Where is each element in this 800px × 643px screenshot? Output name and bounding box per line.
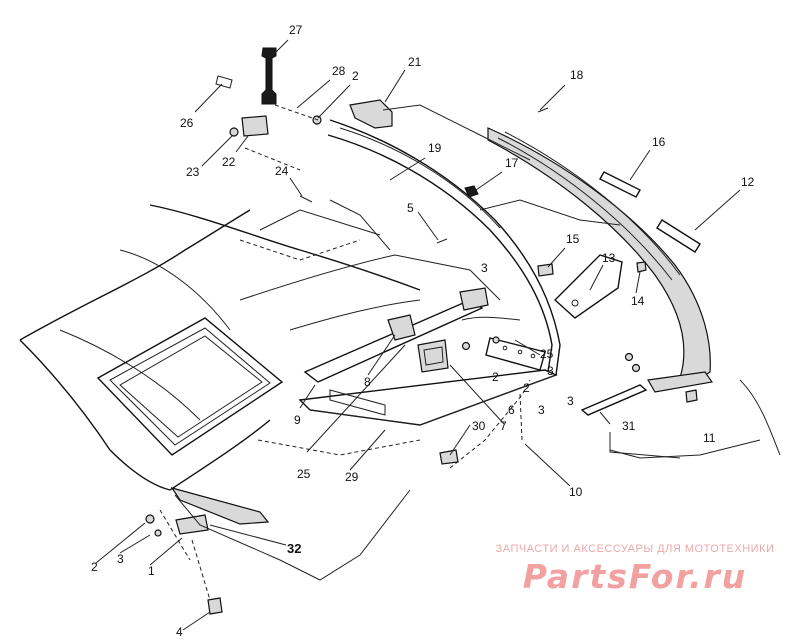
cross-brace (303, 287, 521, 416)
mount-bracket-13 (553, 254, 623, 319)
callout-19: 19 (428, 141, 442, 155)
callout-28: 28 (332, 64, 346, 78)
bottom-pan (170, 486, 270, 525)
callout-1: 1 (148, 564, 155, 578)
leader-lines (95, 39, 741, 631)
callout-12: 12 (741, 175, 755, 189)
headlight-opening (96, 317, 284, 456)
callout-2d: 2 (91, 560, 98, 574)
callout-3e: 3 (117, 552, 124, 566)
alignment-lines (159, 104, 781, 601)
callout-30: 30 (472, 419, 486, 433)
plate-12 (656, 219, 701, 253)
watermark: ЗАПЧАСТИ И АКСЕССУАРЫ ДЛЯ МОТОТЕХНИКИ Pa… (490, 543, 780, 596)
hood-latch-27 (261, 47, 277, 105)
bracket-21 (241, 115, 269, 137)
callout-18: 18 (570, 68, 584, 82)
bumper-rail-frame (487, 127, 714, 393)
callout-13: 13 (602, 251, 616, 265)
callout-4: 4 (176, 625, 183, 638)
callout-20: 21 (408, 55, 422, 69)
callout-32: 32 (287, 541, 301, 556)
callout-26: 26 (180, 116, 194, 130)
callout-3b: 3 (547, 364, 554, 378)
callout-2b: 2 (492, 370, 499, 384)
callout-10: 10 (569, 485, 583, 499)
callout-8: 8 (364, 375, 371, 389)
callout-5: 5 (407, 201, 414, 215)
hardware-items (145, 75, 698, 615)
bracket-20 (349, 99, 393, 129)
strip-31 (580, 384, 648, 416)
watermark-tagline: ЗАПЧАСТИ И АКСЕССУАРЫ ДЛЯ МОТОТЕХНИКИ (495, 543, 775, 555)
center-bracket (417, 339, 449, 373)
callout-11: 11 (703, 431, 716, 445)
callout-3d: 3 (538, 403, 545, 417)
callout-3c: 3 (567, 394, 574, 408)
callout-14: 14 (631, 294, 645, 308)
callout-labels: 27 28 2 21 18 26 23 22 24 19 17 16 12 5 … (91, 23, 755, 639)
callout-22: 23 (186, 165, 200, 179)
callout-29: 29 (345, 470, 359, 484)
callout-21: 22 (222, 155, 236, 169)
callout-15: 15 (566, 232, 580, 246)
callout-25: 25 (297, 467, 311, 481)
callout-27: 27 (289, 23, 303, 37)
plate-16 (599, 171, 641, 198)
callout-2c: 2 (523, 381, 530, 395)
callout-16: 16 (652, 135, 666, 149)
callout-23: 24 (275, 164, 289, 178)
grommet-17 (464, 185, 479, 198)
callout-9: 9 (294, 413, 301, 427)
callout-2a: 2 (352, 69, 359, 83)
callout-3a: 3 (481, 261, 488, 275)
callout-24: 25 (540, 347, 554, 361)
callout-6: 6 (508, 403, 515, 417)
callout-17: 17 (505, 156, 519, 170)
callout-7: 7 (500, 419, 507, 433)
front-bumper-panel (298, 119, 561, 426)
callout-31: 31 (622, 419, 636, 433)
watermark-logo: PartsFor.ru (522, 557, 748, 596)
